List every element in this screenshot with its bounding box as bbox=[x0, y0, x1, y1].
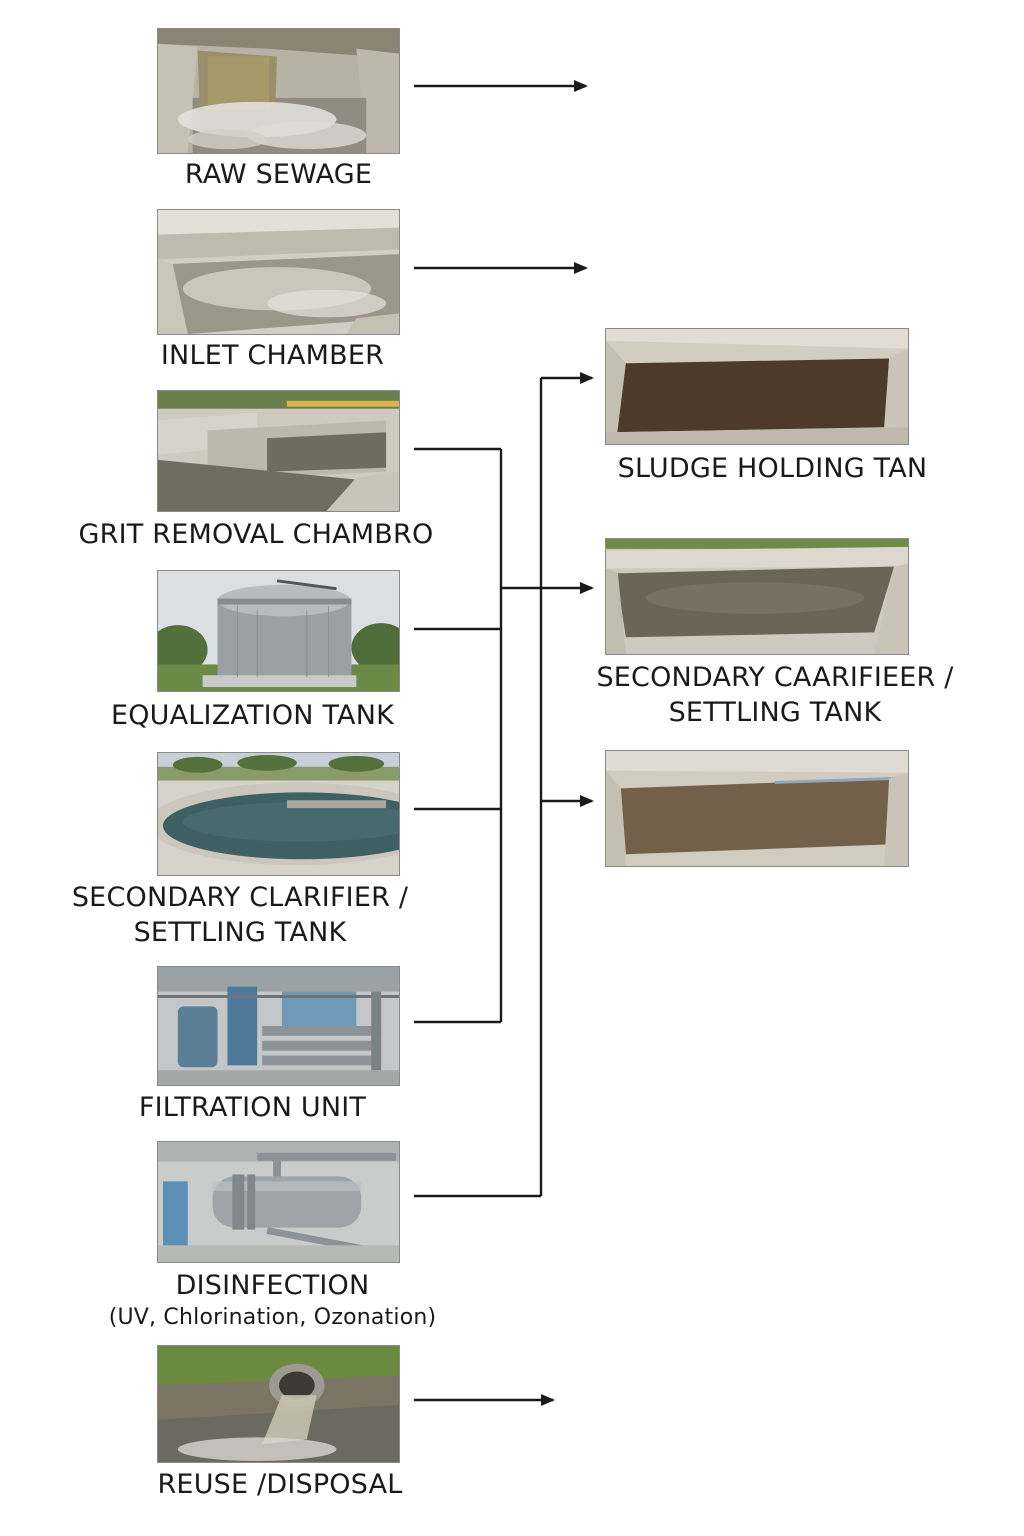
disinfection-label: DISINFECTION (UV, Chlorination, Ozonatio… bbox=[90, 1268, 455, 1333]
equalization-label: EQUALIZATION TANK bbox=[110, 700, 395, 731]
equalization-photo bbox=[157, 570, 400, 692]
grit-removal-label: GRIT REMOVAL CHAMBRO bbox=[78, 519, 434, 550]
reuse-label: REUSE /DISPOSAL bbox=[157, 1469, 403, 1500]
disinfection-photo bbox=[157, 1141, 400, 1263]
secondary-clarifier-right-label-line1: SECONDARY CAARIFIEER / bbox=[596, 662, 954, 693]
raw-sewage-label: RAW SEWAGE bbox=[184, 159, 373, 190]
secondary-clarifier-right-photo bbox=[605, 538, 909, 655]
secondary-clarifier-right-label-line2: SETTLING TANK bbox=[668, 697, 882, 728]
filtration-label: FILTRATION UNIT bbox=[138, 1092, 367, 1123]
raw-sewage-photo bbox=[157, 28, 400, 154]
reuse-photo bbox=[157, 1345, 400, 1463]
grit-removal-photo bbox=[157, 390, 400, 512]
disinfection-sublabel: (UV, Chlorination, Ozonation) bbox=[108, 1305, 437, 1330]
sludge-holding-label: SLUDGE HOLDING TAN bbox=[617, 453, 928, 484]
secondary-clarifier-right-label: SECONDARY CAARIFIEER / SETTLING TANK bbox=[590, 660, 960, 730]
secondary-clarifier-label-line1: SECONDARY CLARIFIER / bbox=[71, 882, 409, 913]
secondary-clarifier-photo bbox=[157, 752, 400, 876]
inlet-chamber-label: INLET CHAMBER bbox=[160, 340, 385, 371]
secondary-clarifier-label-line2: SETTLING TANK bbox=[133, 917, 347, 948]
secondary-clarifier-label: SECONDARY CLARIFIER / SETTLING TANK bbox=[40, 880, 440, 950]
inlet-chamber-photo bbox=[157, 209, 400, 335]
disinfection-label-main: DISINFECTION bbox=[175, 1270, 370, 1301]
sludge-holding-photo bbox=[605, 328, 909, 445]
sludge-tank-3-photo bbox=[605, 750, 909, 867]
filtration-photo bbox=[157, 966, 400, 1086]
